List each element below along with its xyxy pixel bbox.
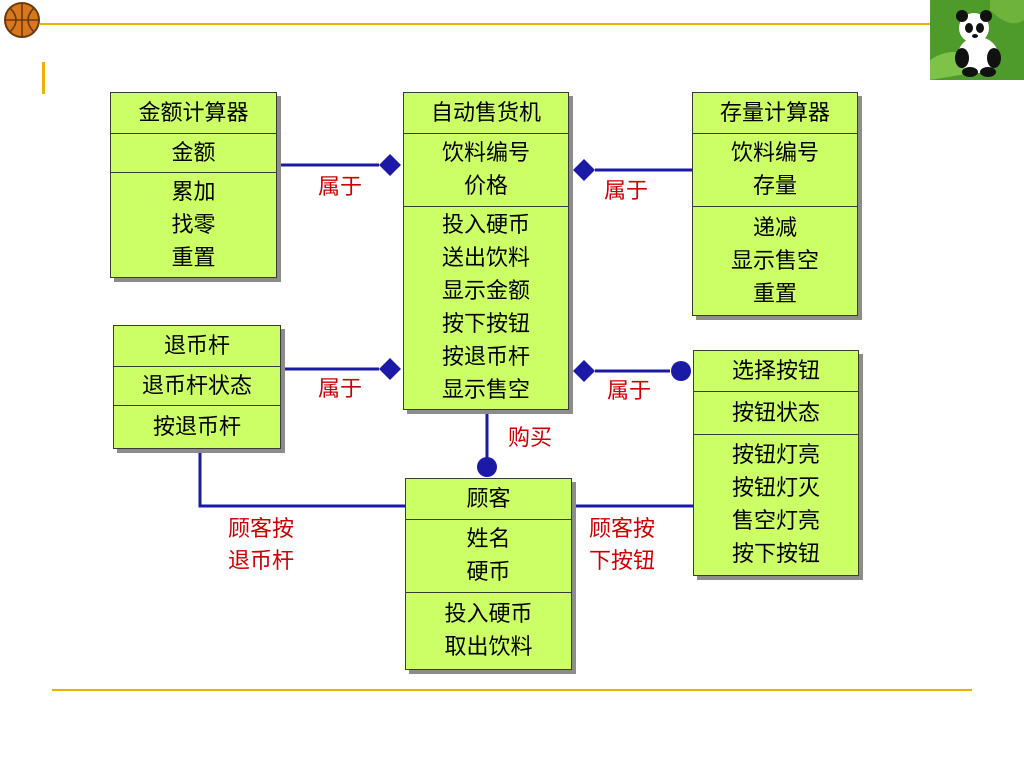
title-marker xyxy=(42,62,45,94)
operation: 按下按钮 xyxy=(441,312,530,337)
operation: 累加 xyxy=(171,179,216,205)
footer-rule xyxy=(52,689,972,691)
operation: 按下按钮 xyxy=(731,542,820,567)
multiplicity-dot xyxy=(671,361,691,381)
relation-label-belongs: 属于 xyxy=(604,179,649,204)
multiplicity-dot xyxy=(477,457,497,477)
class-name: 选择按钮 xyxy=(731,358,820,384)
relation-label-customer-button: 顾客按 下按钮 xyxy=(589,514,655,578)
attribute: 饮料编号 xyxy=(441,141,530,166)
operation: 取出饮料 xyxy=(444,635,533,660)
class-name: 退币杆 xyxy=(163,333,230,359)
attribute: 饮料编号 xyxy=(730,141,819,166)
class-operations: 按退币杆 xyxy=(114,405,280,448)
operation: 按钮灯亮 xyxy=(731,443,820,468)
operation: 售空灯亮 xyxy=(731,509,820,534)
label-line: 顾客按 xyxy=(228,517,295,542)
operation: 按钮灯灭 xyxy=(731,476,820,501)
class-attributes: 姓名 硬币 xyxy=(406,519,571,592)
aggregation-diamond xyxy=(573,360,595,382)
relation-label-belongs: 属于 xyxy=(318,175,363,200)
class-operations: 递减 显示售空 重置 xyxy=(693,206,857,315)
class-customer: 顾客 姓名 硬币 投入硬币 取出饮料 xyxy=(405,478,572,670)
attribute: 价格 xyxy=(463,174,508,199)
operation: 重置 xyxy=(171,245,216,271)
class-attributes: 饮料编号 存量 xyxy=(693,133,857,206)
class-operations: 累加 找零 重置 xyxy=(111,172,276,277)
attribute: 存量 xyxy=(752,174,797,199)
class-amount-calculator: 金额计算器 金额 累加 找零 重置 xyxy=(110,92,277,278)
aggregation-diamond xyxy=(379,358,401,380)
operation: 按退币杆 xyxy=(441,345,530,370)
operation: 送出饮料 xyxy=(441,246,530,271)
operation: 显示金额 xyxy=(441,279,530,304)
label-line: 下按钮 xyxy=(589,549,656,574)
class-name: 顾客 xyxy=(466,486,511,512)
class-attributes: 按钮状态 xyxy=(694,391,858,434)
basketball-icon xyxy=(4,2,40,38)
class-attributes: 退币杆状态 xyxy=(114,366,280,405)
attribute: 金额 xyxy=(171,140,216,166)
label-line: 顾客按 xyxy=(589,517,656,542)
class-operations: 按钮灯亮 按钮灯灭 售空灯亮 按下按钮 xyxy=(694,434,858,575)
header-rule xyxy=(40,23,932,25)
relation-label-belongs: 属于 xyxy=(607,379,652,404)
attribute: 姓名 xyxy=(466,527,511,552)
operation: 投入硬币 xyxy=(444,602,533,627)
relation-label-purchase: 购买 xyxy=(508,426,553,451)
panda-logo-icon xyxy=(930,0,1024,80)
class-attributes: 饮料编号 价格 xyxy=(404,133,568,206)
operation: 投入硬币 xyxy=(441,213,530,238)
operation: 显示售空 xyxy=(441,378,530,403)
relation-label-belongs: 属于 xyxy=(318,377,363,402)
operation: 找零 xyxy=(171,212,216,238)
attribute: 退币杆状态 xyxy=(141,373,252,399)
class-operations: 投入硬币 送出饮料 显示金额 按下按钮 按退币杆 显示售空 xyxy=(404,206,568,409)
class-name: 自动售货机 xyxy=(430,100,541,126)
relation-label-customer-lever: 顾客按 退币杆 xyxy=(228,514,294,578)
operation: 按退币杆 xyxy=(152,414,241,440)
class-return-lever: 退币杆 退币杆状态 按退币杆 xyxy=(113,325,281,449)
class-stock-calculator: 存量计算器 饮料编号 存量 递减 显示售空 重置 xyxy=(692,92,858,316)
class-select-button: 选择按钮 按钮状态 按钮灯亮 按钮灯灭 售空灯亮 按下按钮 xyxy=(693,350,859,576)
class-attributes: 金额 xyxy=(111,133,276,172)
class-vending-machine: 自动售货机 饮料编号 价格 投入硬币 送出饮料 显示金额 按下按钮 按退币杆 显… xyxy=(403,92,569,410)
class-operations: 投入硬币 取出饮料 xyxy=(406,592,571,669)
class-name: 金额计算器 xyxy=(138,100,249,126)
attribute: 按钮状态 xyxy=(731,400,820,426)
operation: 递减 xyxy=(752,215,797,241)
class-name: 存量计算器 xyxy=(719,100,830,126)
aggregation-diamond xyxy=(379,154,401,176)
aggregation-diamond xyxy=(573,159,595,181)
operation: 重置 xyxy=(752,281,797,307)
label-line: 退币杆 xyxy=(228,549,295,574)
attribute: 硬币 xyxy=(466,560,511,585)
operation: 显示售空 xyxy=(730,248,819,274)
customer-lever-line xyxy=(198,452,405,508)
